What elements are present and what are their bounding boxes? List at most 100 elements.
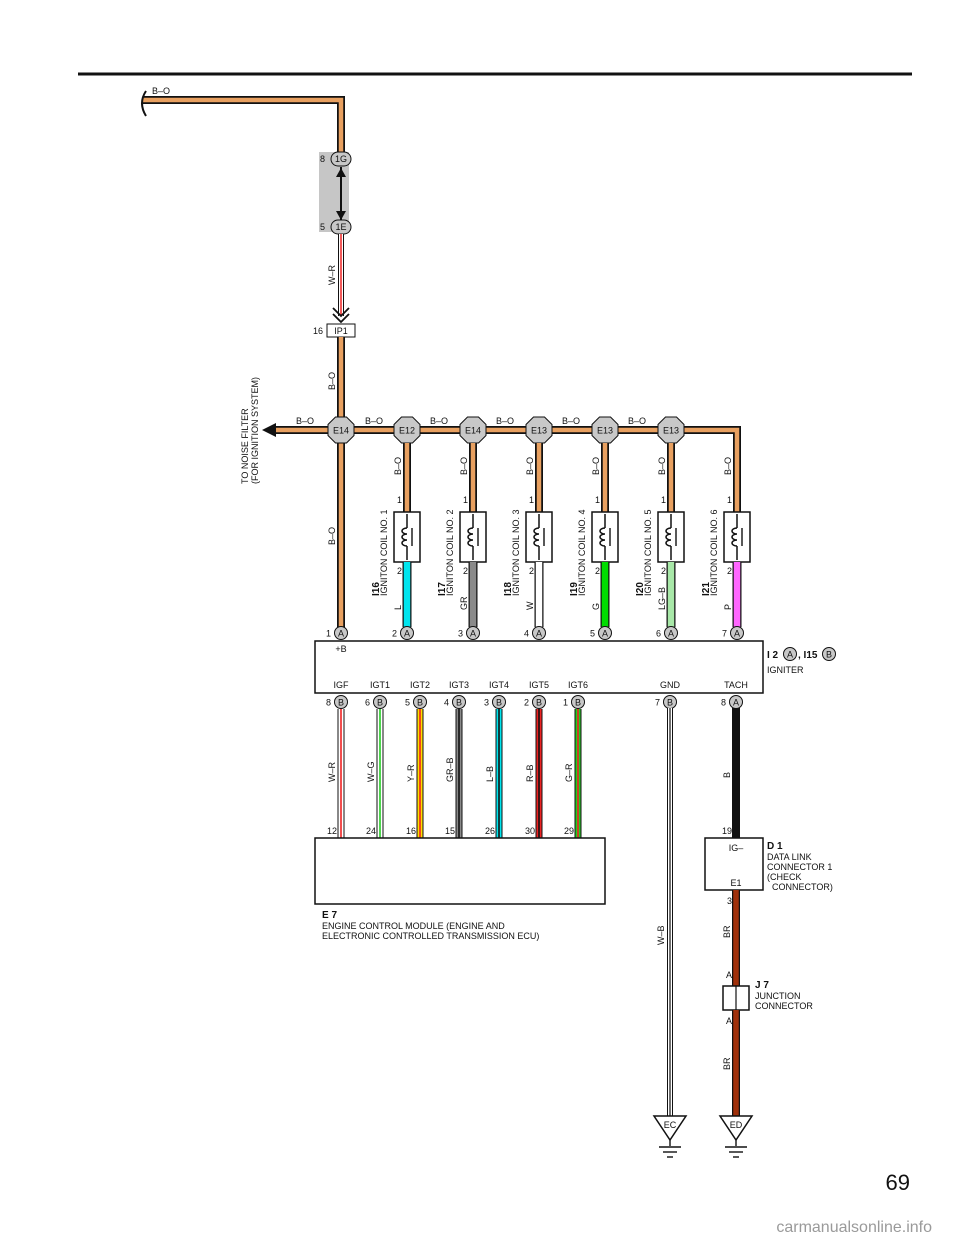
svg-text:2: 2 — [392, 629, 397, 639]
coil-3-pin2: 2 — [529, 566, 534, 576]
svg-text:5: 5 — [590, 629, 595, 639]
svg-text:B: B — [496, 698, 502, 708]
coil-5-pin2: 2 — [661, 566, 666, 576]
svg-text:3: 3 — [458, 629, 463, 639]
dlc-pin-3: 3 — [727, 896, 732, 906]
ecm-pin-igt5: 30 — [525, 826, 535, 836]
jc-pin-top: A — [726, 970, 732, 980]
svg-text:6: 6 — [365, 698, 370, 708]
coil-6-out-wire-label: P — [723, 604, 733, 610]
svg-text:1E: 1E — [335, 222, 346, 232]
ecm-wire-igt4: L–B26IGT4 — [485, 709, 509, 853]
igniter-conn-a: A — [787, 650, 793, 660]
svg-text:E13: E13 — [531, 426, 547, 436]
svg-text:1G: 1G — [335, 154, 347, 164]
svg-text:A: A — [733, 698, 739, 708]
bus-wire-label-4: B–O — [562, 416, 580, 426]
coil-1-name: IGNITON COIL NO. 1 — [379, 509, 389, 596]
coil-4-top-wire-label: B–O — [591, 457, 601, 475]
ecm-pin-igf: 12 — [327, 826, 337, 836]
igniter-conn-b: B — [826, 650, 832, 660]
svg-text:3: 3 — [484, 698, 489, 708]
svg-text:B: B — [575, 698, 581, 708]
igniter-pin-igt3: B — [452, 695, 466, 709]
bus-wire-label-3: B–O — [496, 416, 514, 426]
coil-3-out-wire-label: W — [525, 601, 535, 610]
svg-text:A: A — [602, 629, 608, 639]
coil-5-name: IGNITON COIL NO. 5 — [643, 509, 653, 596]
igniter-code: I 2 — [767, 650, 779, 661]
dlc-line2: CONNECTOR 1 — [767, 862, 832, 872]
igniter-bottom-terminals: IGFB8IGT1B6IGT2B5IGT3B4IGT4B3IGT5B2IGT6B… — [326, 680, 748, 709]
coil-2-winding-icon — [467, 527, 474, 547]
jc-line1: JUNCTION — [755, 991, 801, 1001]
svg-text:4: 4 — [444, 698, 449, 708]
dlc-term-e1: E1 — [730, 878, 741, 888]
svg-text:B: B — [338, 698, 344, 708]
svg-text:8: 8 — [326, 698, 331, 708]
svg-text:TACH: TACH — [724, 680, 748, 690]
igniter-pin-coil6: A — [730, 626, 744, 640]
svg-text:A: A — [338, 629, 344, 639]
jc-pin-bottom: A — [726, 1016, 732, 1026]
wire-end-break — [141, 90, 147, 117]
coil-3-code: I18 — [503, 582, 514, 596]
splice-e14-3: E14 — [459, 416, 487, 444]
coil-3-name: IGNITON COIL NO. 3 — [511, 509, 521, 596]
coil-2-code: I17 — [437, 582, 448, 596]
svg-text:B: B — [456, 698, 462, 708]
dlc-line4: CONNECTOR) — [767, 882, 833, 892]
bus-wire-label-2: B–O — [430, 416, 448, 426]
igniter-pin-coil3: A — [532, 626, 546, 640]
coil-4-winding-icon — [599, 527, 606, 547]
connector-ip1: IP1 16 — [313, 323, 356, 338]
splice-e14-1: E14 — [327, 416, 355, 444]
plus-b-wire-label: B–O — [327, 527, 337, 545]
svg-text:5: 5 — [405, 698, 410, 708]
svg-text:IP1: IP1 — [334, 326, 348, 336]
ecm-wire-igt5: R–B30IGT5 — [525, 709, 549, 853]
ecm-pin-igt3: 15 — [445, 826, 455, 836]
ground-ec-label: EC — [664, 1120, 677, 1130]
coil-6-pin1: 1 — [727, 495, 732, 505]
svg-text:IGT1: IGT1 — [370, 680, 390, 690]
ecm-pin-igt6: 29 — [564, 826, 574, 836]
svg-text:B: B — [536, 698, 542, 708]
noise-filter-line2: (FOR IGNITION SYSTEM) — [250, 377, 260, 484]
igniter-pin-tach: A — [729, 695, 743, 709]
ecm-wire-label-igt6: G–R — [564, 763, 574, 782]
svg-text:B: B — [377, 698, 383, 708]
svg-text:8: 8 — [320, 154, 325, 164]
feed-mid-wire-label: W–R — [327, 265, 337, 286]
noise-filter-arrow — [262, 423, 276, 437]
coil-4-pin1: 1 — [595, 495, 600, 505]
ecm-line2: ELECTRONIC CONTROLLED TRANSMISSION ECU) — [322, 931, 539, 941]
noise-filter-wire-label: B–O — [296, 416, 314, 426]
coil-6-code: I21 — [701, 582, 712, 596]
igniter-pin-igt4: B — [492, 695, 506, 709]
igniter-pin-coil2: A — [466, 626, 480, 640]
svg-text:1: 1 — [563, 698, 568, 708]
coil-2-pin2: 2 — [463, 566, 468, 576]
svg-text:A: A — [668, 629, 674, 639]
tach-wire-label: B — [722, 772, 732, 778]
dlc-code: D 1 — [767, 841, 783, 852]
igniter-block: +B A 1 I 2 A , I15 B IGNITER — [314, 626, 836, 694]
svg-text:6: 6 — [656, 629, 661, 639]
page-number: 69 — [886, 1170, 910, 1195]
coil-1-code: I16 — [371, 582, 382, 596]
coil-1-pin1: 1 — [397, 495, 402, 505]
ground-ec-circuit: W–B EC — [652, 708, 688, 1158]
svg-text:B: B — [417, 698, 423, 708]
ecm-signal-wires: W–R12IGFW–G24IGT1Y–R16IGT2GR–B15IGT3L–B2… — [327, 709, 588, 853]
coil-4-code: I19 — [569, 582, 580, 596]
